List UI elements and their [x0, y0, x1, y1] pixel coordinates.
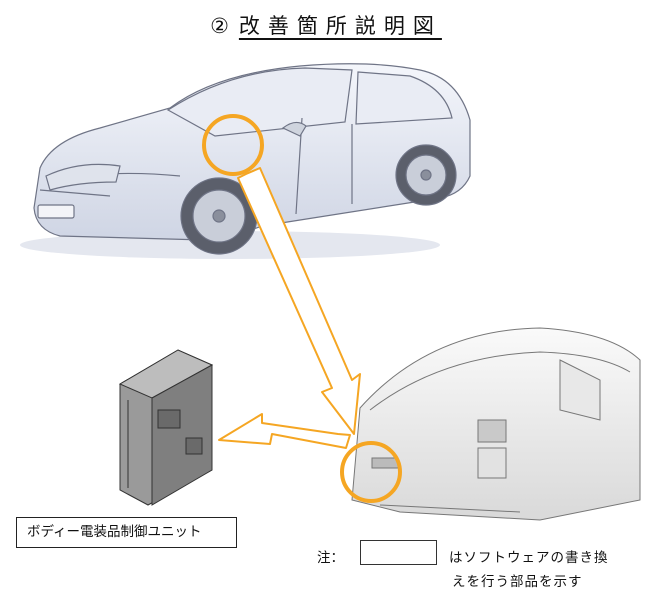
page-title: ② 改善箇所説明図: [0, 10, 652, 40]
connector-arrow-down: [237, 167, 361, 435]
note-text-line2: えを行う部品を示す: [452, 574, 583, 590]
note-text-line1: はソフトウェアの書き換: [449, 550, 609, 566]
title-text: 改善箇所説明図: [238, 14, 442, 38]
dashboard-illustration: [351, 327, 641, 521]
control-unit-label: ボディー電装品制御ユニット: [16, 517, 237, 548]
note-prefix: 注：: [317, 550, 344, 566]
control-unit-illustration: [118, 349, 214, 506]
highlight-circle-dashboard: [340, 441, 402, 503]
title-number: ②: [210, 14, 229, 38]
highlight-circle-car: [202, 114, 264, 176]
legend-swatch: [360, 540, 437, 565]
connector-arrow-left: [218, 413, 351, 449]
car-illustration: [20, 63, 471, 259]
